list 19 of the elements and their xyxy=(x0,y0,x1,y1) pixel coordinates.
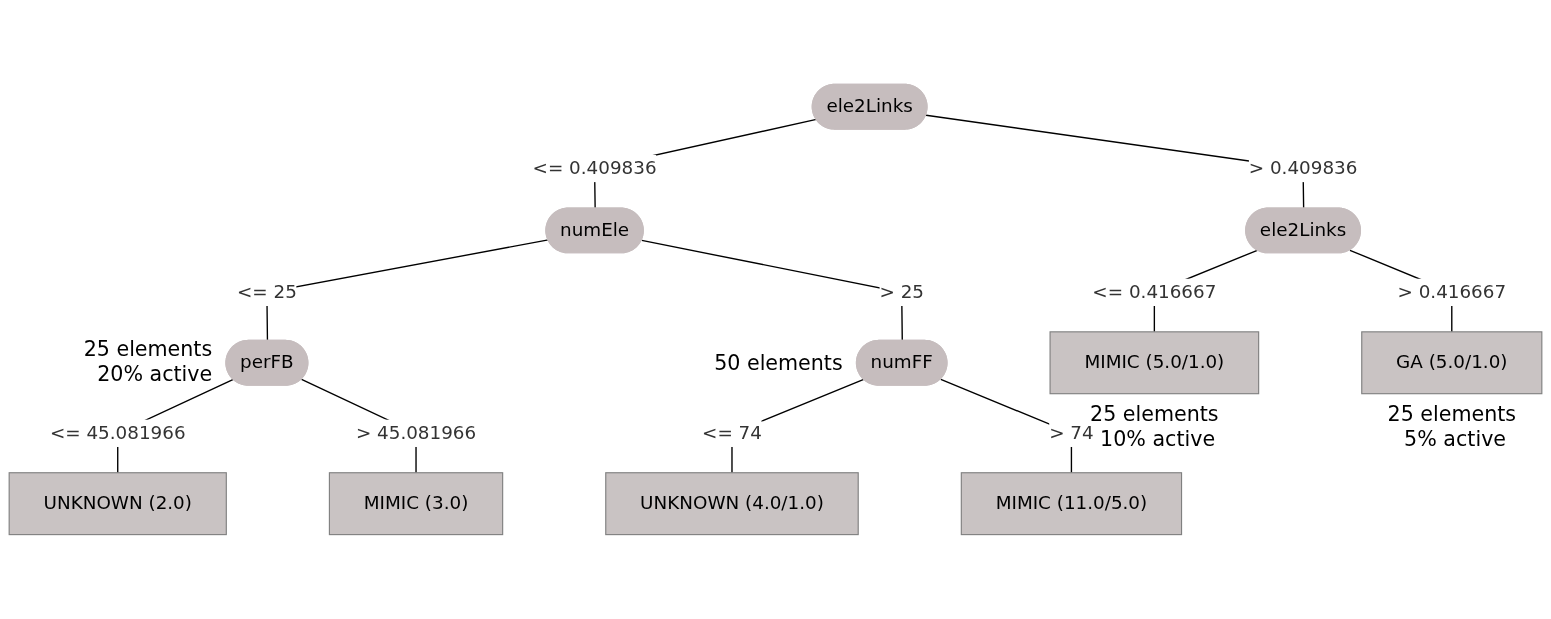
note-text: 50 elements xyxy=(714,350,843,375)
edge-label: <= 74 xyxy=(702,421,762,444)
node-box: MIMIC (3.0) xyxy=(328,472,504,536)
edge-label: > 25 xyxy=(879,280,924,303)
edge-label: <= 45.081966 xyxy=(49,421,186,444)
edge-label: <= 0.409836 xyxy=(532,157,657,179)
edge-label: <= 0.416667 xyxy=(1092,280,1217,303)
node-box: MIMIC (11.0/5.0) xyxy=(960,472,1183,536)
node-box: MIMIC (5.0/1.0) xyxy=(1049,331,1260,395)
node-box: UNKNOWN (4.0/1.0) xyxy=(605,472,859,536)
edge-label: <= 25 xyxy=(236,280,297,303)
note-text: 25 elements 20% active xyxy=(83,336,213,386)
edge-label: > 0.409836 xyxy=(1248,157,1358,179)
note-text: 25 elements 5% active xyxy=(1387,402,1517,451)
edge-label: > 0.416667 xyxy=(1397,280,1507,303)
connector xyxy=(641,239,903,342)
node-box: UNKNOWN (2.0) xyxy=(8,472,227,536)
edge-label: > 45.081966 xyxy=(355,421,477,444)
node-box: GA (5.0/1.0) xyxy=(1361,331,1543,395)
